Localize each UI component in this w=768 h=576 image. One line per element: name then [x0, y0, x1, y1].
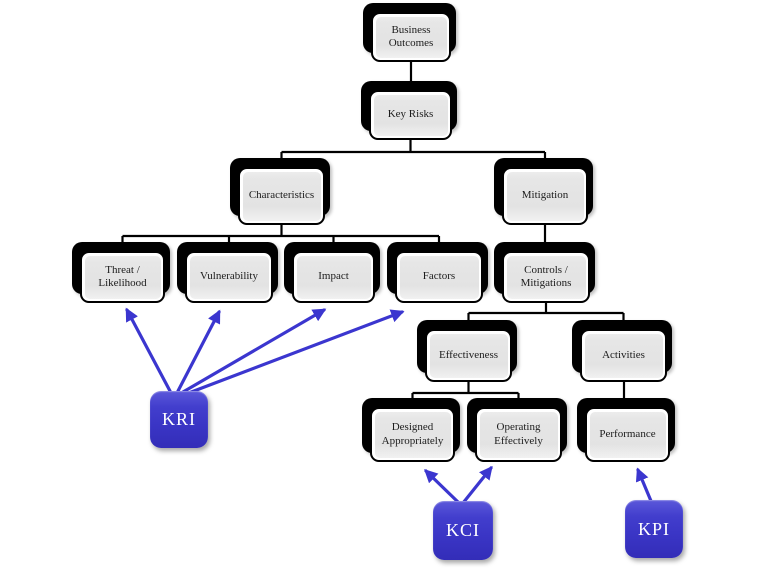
arrow-kci-designed	[424, 469, 461, 505]
node-label: Impact	[318, 270, 349, 283]
arrow-kri-factors	[184, 309, 405, 396]
node-activities: Activities	[572, 320, 672, 382]
node-label: Characteristics	[248, 189, 315, 202]
connector-effectiveness-children	[411, 382, 520, 407]
node-label: Effectiveness	[438, 348, 499, 361]
arrow-kri-vulnerability	[176, 309, 221, 393]
badge-kci: KCI	[433, 501, 493, 560]
badge-kpi-label: KPI	[637, 518, 670, 539]
node-threat-likelihood: Threat / Likelihood	[72, 242, 170, 303]
connector-controls-children	[467, 302, 625, 329]
node-label: Designed Appropriately	[381, 421, 444, 447]
node-impact: Impact	[284, 242, 380, 303]
arrow-kri-impact	[181, 308, 327, 394]
arrow-kci-operating	[461, 465, 493, 505]
node-label: Vulnerability	[200, 270, 258, 283]
node-label: Key Risks	[387, 108, 434, 121]
arrow-kpi-performance	[635, 467, 653, 503]
node-key-risks: Key Risks	[361, 81, 457, 140]
node-factors: Factors	[387, 242, 488, 303]
arrow-kri-threat	[125, 307, 172, 393]
connector-keyrisks-children	[280, 140, 547, 167]
node-label: Business Outcomes	[388, 23, 434, 49]
node-performance: Performance	[577, 398, 675, 462]
node-characteristics: Characteristics	[230, 158, 330, 225]
badge-kri-label: KRI	[162, 409, 196, 429]
node-label: Performance	[599, 427, 656, 440]
node-operating-effectively: Operating Effectively	[467, 398, 567, 462]
node-vulnerability: Vulnerability	[177, 242, 278, 303]
node-business-outcomes: Business Outcomes	[363, 3, 456, 62]
node-label: Mitigation	[521, 189, 569, 202]
node-mitigation: Mitigation	[494, 158, 593, 225]
node-label: Threat / Likelihood	[98, 263, 147, 289]
badge-kri: KRI	[150, 391, 208, 448]
node-label: Controls / Mitigations	[520, 263, 572, 289]
node-controls-mitigations: Controls / Mitigations	[494, 242, 595, 303]
node-effectiveness: Effectiveness	[417, 320, 517, 382]
badge-kci-label: KCI	[446, 520, 480, 540]
badge-kpi: KPI	[625, 500, 683, 558]
node-designed-appropriately: Designed Appropriately	[362, 398, 460, 462]
node-label: Activities	[602, 348, 645, 361]
node-label: Operating Effectively	[494, 421, 543, 447]
node-label: Factors	[422, 270, 456, 283]
